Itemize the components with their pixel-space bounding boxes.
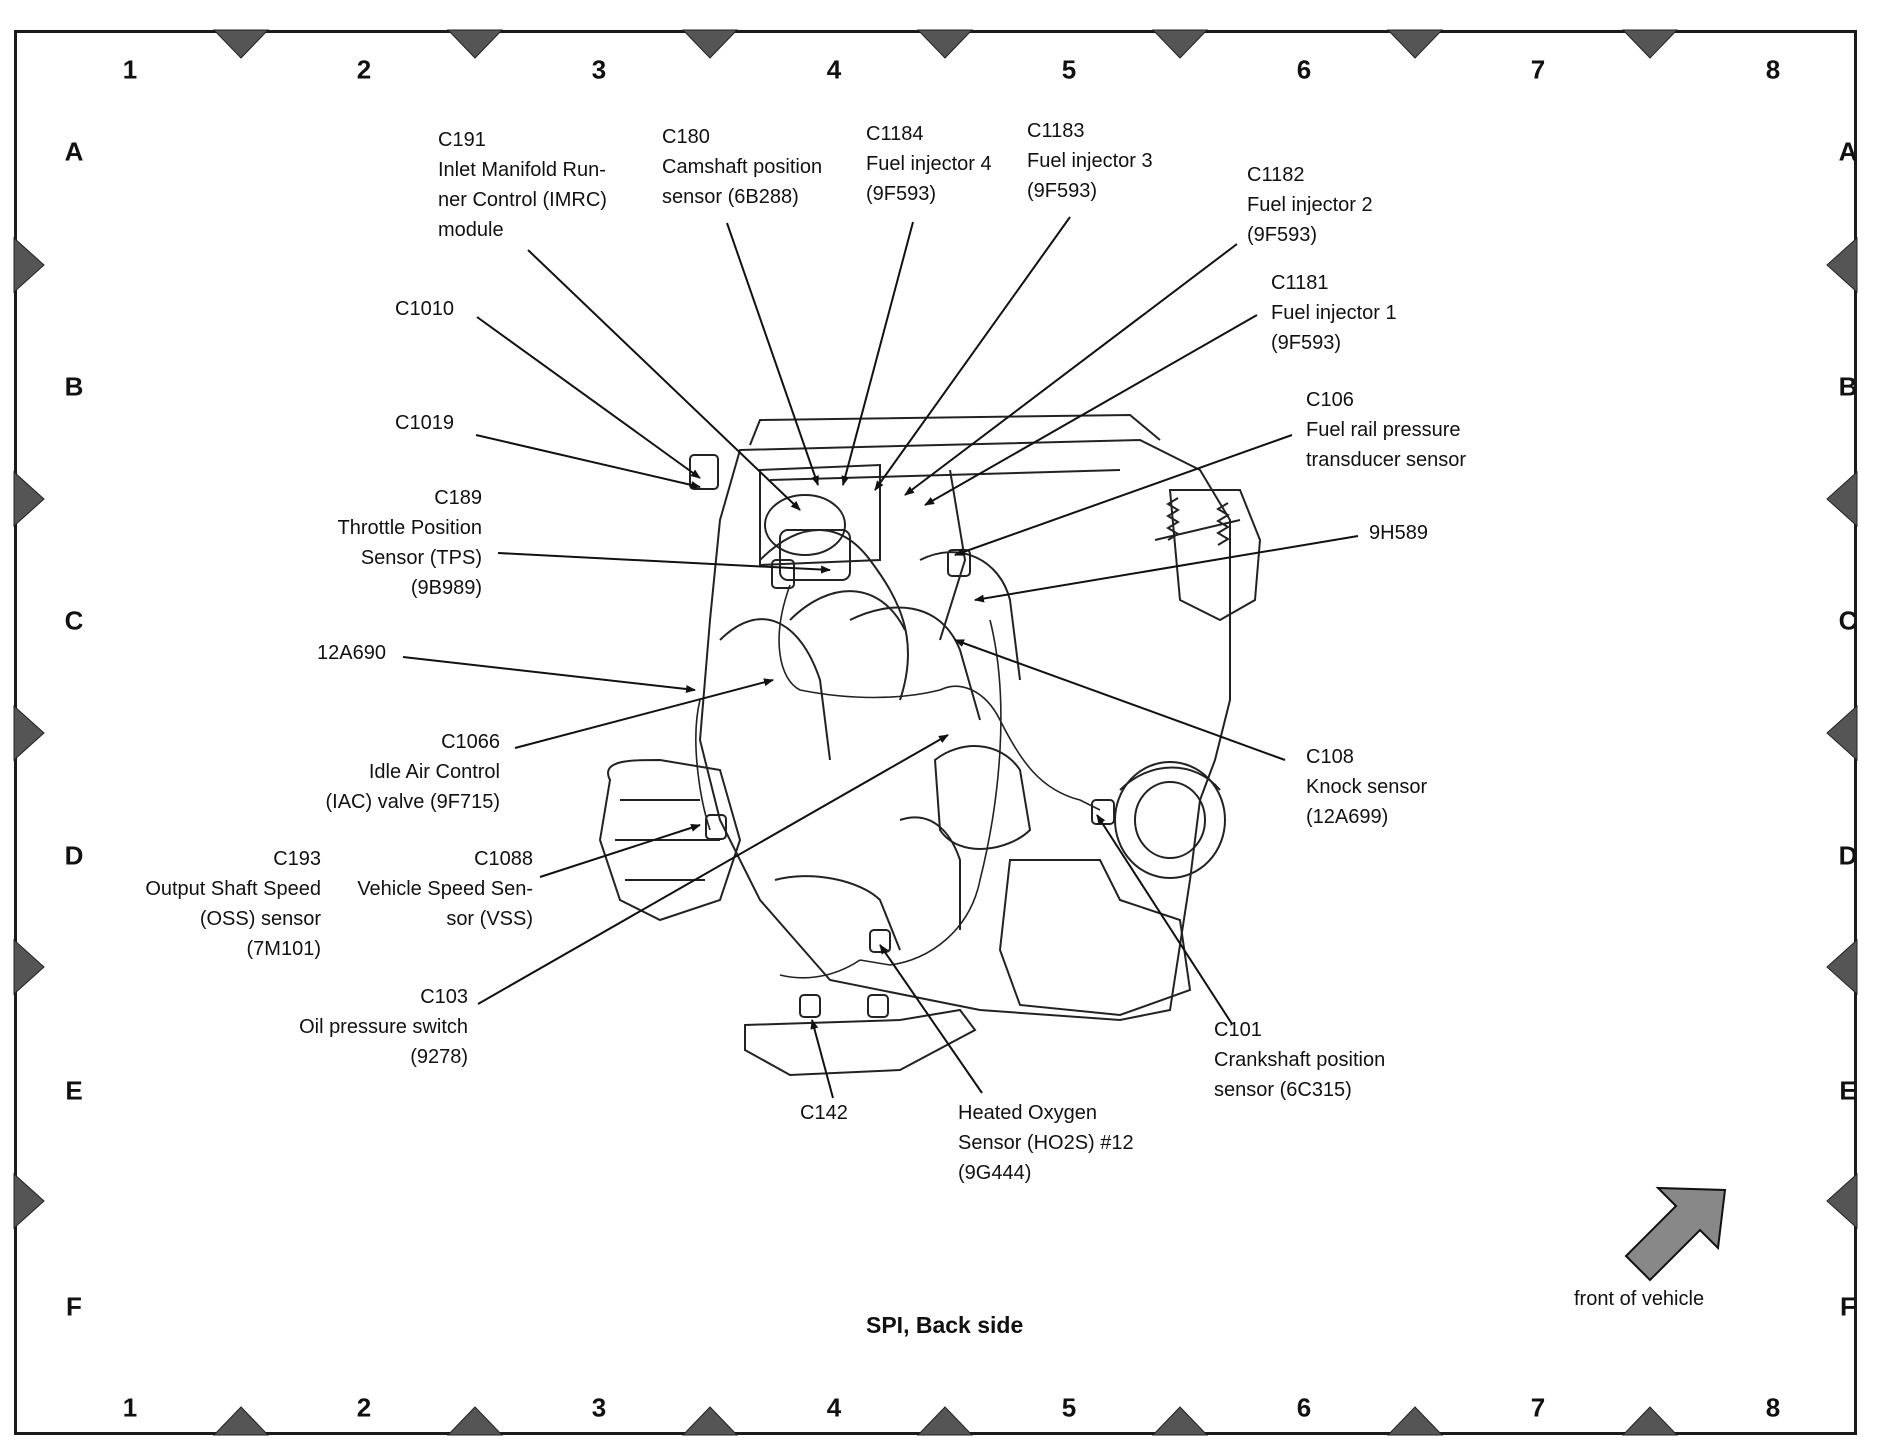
grid-col-7-top: 7: [1530, 54, 1546, 85]
grid-col-4-top: 4: [826, 54, 842, 85]
grid-col-7-bottom: 7: [1530, 1392, 1546, 1423]
grid-col-6-bottom: 6: [1296, 1392, 1312, 1423]
front-of-vehicle-arrow: [1624, 1186, 1727, 1282]
grid-row-b-right: B: [1838, 371, 1858, 402]
callout-12a690: 12A690: [317, 642, 386, 664]
front-of-vehicle-label: front of vehicle: [1574, 1288, 1705, 1310]
grid-col-8-bottom: 8: [1765, 1392, 1781, 1423]
border-markers: [13, 29, 1858, 1436]
grid-row-d-left: D: [64, 840, 84, 871]
callout-c142: C142: [800, 1102, 848, 1124]
grid-col-2-bottom: 2: [356, 1392, 372, 1423]
grid-row-a-right: A: [1838, 136, 1858, 167]
diagram-caption: SPI, Back side: [866, 1312, 1024, 1338]
grid-col-3-bottom: 3: [591, 1392, 607, 1423]
grid-col-1-top: 1: [122, 54, 138, 85]
callout-c1010: C1010: [395, 298, 454, 320]
callout-9h589: 9H589: [1369, 522, 1428, 544]
grid-row-e-left: E: [65, 1075, 83, 1106]
grid-col-1-bottom: 1: [122, 1392, 138, 1423]
grid-col-6-top: 6: [1296, 54, 1312, 85]
grid-col-5-top: 5: [1061, 54, 1077, 85]
grid-row-a-left: A: [64, 136, 84, 167]
grid-col-4-bottom: 4: [826, 1392, 842, 1423]
grid-col-8-top: 8: [1765, 54, 1781, 85]
grid-row-d-right: D: [1838, 840, 1858, 871]
grid-row-f-left: F: [66, 1291, 82, 1322]
engine-drawing: [598, 413, 1262, 1077]
grid-row-c-left: C: [64, 605, 84, 636]
grid-row-f-right: F: [1840, 1291, 1856, 1322]
callout-c1019: C1019: [395, 412, 454, 434]
grid-col-3-top: 3: [591, 54, 607, 85]
grid-col-5-bottom: 5: [1061, 1392, 1077, 1423]
grid-col-2-top: 2: [356, 54, 372, 85]
grid-row-b-left: B: [64, 371, 84, 402]
grid-row-c-right: C: [1838, 605, 1858, 636]
grid-row-e-right: E: [1839, 1075, 1857, 1106]
leader-lines: [402, 216, 1359, 1099]
